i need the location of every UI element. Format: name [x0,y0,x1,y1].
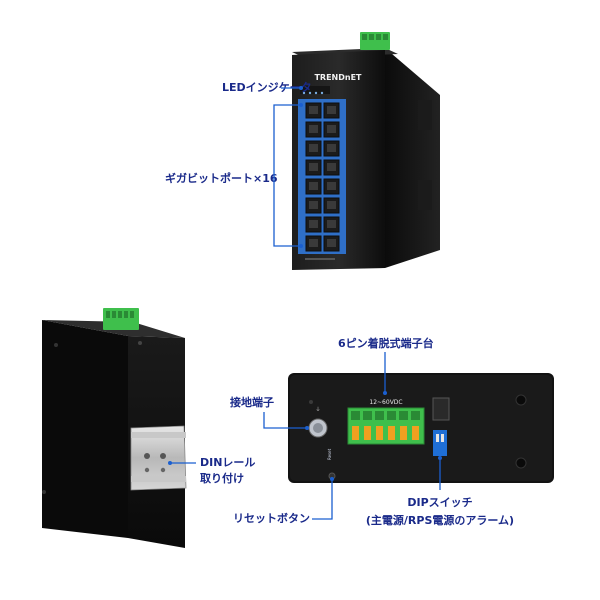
screw [42,490,46,494]
port-socket [309,182,318,190]
port-socket [309,125,318,133]
side-din-clip [418,100,432,130]
terminal-screw [363,411,372,420]
dip-toggle[interactable] [436,434,439,442]
terminal-screw [376,34,381,40]
led-indicators [300,86,330,95]
leader-dot [438,456,442,460]
din-screw [144,453,150,459]
led-dot [320,91,324,95]
callout-led: LEDインジケータ [222,81,312,94]
dip-label-box [432,397,450,421]
terminal-opening [364,426,371,440]
screw [54,343,58,347]
callout-ports: ギガビットポート×16 [165,103,303,248]
terminal-screw [383,34,388,40]
callout-terminal-text: 6ピン着脱式端子台 [338,336,434,350]
callout-ground-text: 接地端子 [230,395,274,409]
terminal-opening [352,426,359,440]
leader-dot [299,86,303,90]
ethernet-ports [305,102,340,252]
voltage-label: 12~60VDC [369,399,402,406]
leader-dot [299,244,303,248]
ground-symbol: ⏚ [315,406,320,413]
port-socket [327,144,336,152]
port-socket [309,106,318,114]
leader-dot [305,426,309,430]
callout-ports-text: ギガビットポート×16 [165,171,278,185]
switch-side-panel [385,48,440,268]
terminal-opening [412,426,419,440]
mount-hole [515,394,527,406]
port-socket [327,201,336,209]
reset-label: Reset [327,448,332,460]
leader-dot [330,477,334,481]
callout-din-text-1: DINレール [200,456,255,469]
terminal-screw [369,34,374,40]
port-socket [327,125,336,133]
callout-din: DINレール 取り付け [168,456,255,485]
port-socket [309,201,318,209]
terminal-opening [376,426,383,440]
terminal-screw [375,411,384,420]
port-socket [327,239,336,247]
port-socket [309,239,318,247]
led-dot [308,91,312,95]
terminal-screw [411,411,420,420]
led-dot [314,91,318,95]
din-screw [160,467,166,473]
callout-ground: 接地端子 [230,395,309,430]
leader-dot [168,461,172,465]
terminal-pins [351,411,420,440]
dip-toggle[interactable] [441,434,444,442]
callout-terminal: 6ピン着脱式端子台 [338,336,434,395]
port-socket [309,220,318,228]
port-socket [309,144,318,152]
din-screw [144,467,150,473]
leader-bracket [273,104,300,247]
leader-dot [299,103,303,107]
screw [138,341,142,345]
terminal-screw [399,411,408,420]
rear-side-face [42,320,128,538]
leader-dot [383,391,387,395]
port-socket [327,106,336,114]
terminal-opening [388,426,395,440]
brand-logo: TRENDnET [314,73,362,82]
port-socket [309,163,318,171]
rear-view-switch [42,308,187,548]
callout-reset-text: リセットボタン [233,511,310,525]
callout-dip-text-1: DIPスイッチ [407,496,472,509]
dip-switch[interactable] [433,430,447,456]
mount-hole [515,457,527,469]
terminal-screw [387,411,396,420]
top-terminal-block [360,32,390,50]
callout-reset: リセットボタン [233,477,334,525]
terminal-opening [400,426,407,440]
callout-din-text-2: 取り付け [200,471,244,485]
port-socket [327,182,336,190]
front-view-switch: TRENDnET [292,32,440,270]
terminal-screw [351,411,360,420]
port-socket [327,163,336,171]
callout-dip: DIPスイッチ (主電源/RPS電源のアラーム) [366,456,514,527]
top-view-switch: ⏚ Reset 12~60VDC [288,373,554,483]
model-label-strip [305,258,335,260]
side-din-clip-lower [418,180,432,210]
din-screw [160,453,166,459]
port-socket [327,220,336,228]
callout-dip-text-2: (主電源/RPS電源のアラーム) [366,513,514,527]
callout-led-text: LEDインジケータ [222,81,312,94]
terminal-screw [362,34,367,40]
din-rail-bracket [130,425,187,491]
led-dot [302,91,306,95]
leader-line [263,412,306,429]
leader-line [312,480,333,520]
